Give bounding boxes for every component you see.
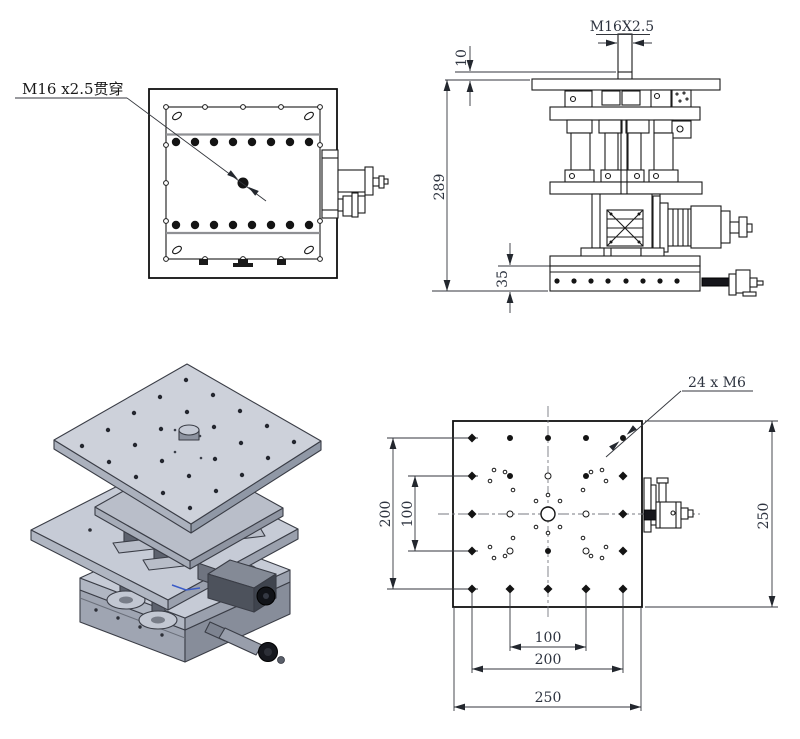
dim-bottom-inner-100: 100: [510, 630, 586, 651]
dim-stud-protrusion: 10: [445, 46, 616, 106]
m6-hole-row-top: [171, 137, 314, 147]
iso-wire: [171, 584, 201, 591]
m16-thread-label: M16 x2.5贯穿: [22, 80, 124, 98]
elevation-thread-label: M16X2.5: [590, 19, 654, 35]
svg-text:100: 100: [400, 501, 416, 528]
m16-center-hole: [540, 506, 556, 522]
dim-bottom-mid-200: 200: [472, 652, 623, 673]
side-adjuster: [321, 149, 389, 219]
iso-top-plate: [53, 363, 322, 534]
view-bottom-plan: 200 100 250 100 200 250: [378, 375, 778, 711]
m6-count-label: 24 x M6: [688, 375, 746, 391]
bottom-fittings: [199, 259, 286, 267]
svg-text:100: 100: [535, 630, 562, 646]
dim-bottom-outer-250: 250: [454, 690, 641, 711]
m6-hole-row-bottom: [171, 220, 314, 230]
iso-top-plate-holes: [79, 377, 297, 511]
dim-base-height: 35: [495, 243, 552, 313]
m6-hole-grid: [467, 433, 628, 594]
iso-motor: [197, 559, 277, 613]
view-iso-3d: [30, 363, 322, 664]
m16-leader: [15, 97, 267, 202]
dim-left-outer-200: 200: [378, 438, 397, 589]
svg-text:289: 289: [432, 174, 448, 201]
elevation-structure: [531, 78, 764, 297]
side-motor: [643, 477, 694, 533]
svg-text:200: 200: [535, 652, 562, 668]
iso-base-actuator: [204, 621, 285, 664]
view-front-elevation: M16X2.5 10 289 35: [432, 19, 764, 313]
dim-right-250: 250: [756, 421, 776, 607]
dim-total-height: 289: [432, 80, 548, 292]
svg-text:35: 35: [495, 270, 511, 288]
corner-slots: [172, 111, 314, 255]
svg-text:200: 200: [378, 501, 394, 528]
extension-lines: [387, 420, 778, 711]
counterbore-holes: [487, 467, 609, 561]
svg-text:250: 250: [756, 503, 772, 530]
svg-text:250: 250: [535, 690, 562, 706]
svg-text:10: 10: [454, 49, 470, 67]
m16-stud: [617, 33, 633, 81]
dim-left-inner-100: 100: [400, 476, 419, 551]
view-top-plan: M16 x2.5贯穿: [15, 80, 389, 279]
m6-leader: [605, 390, 753, 458]
